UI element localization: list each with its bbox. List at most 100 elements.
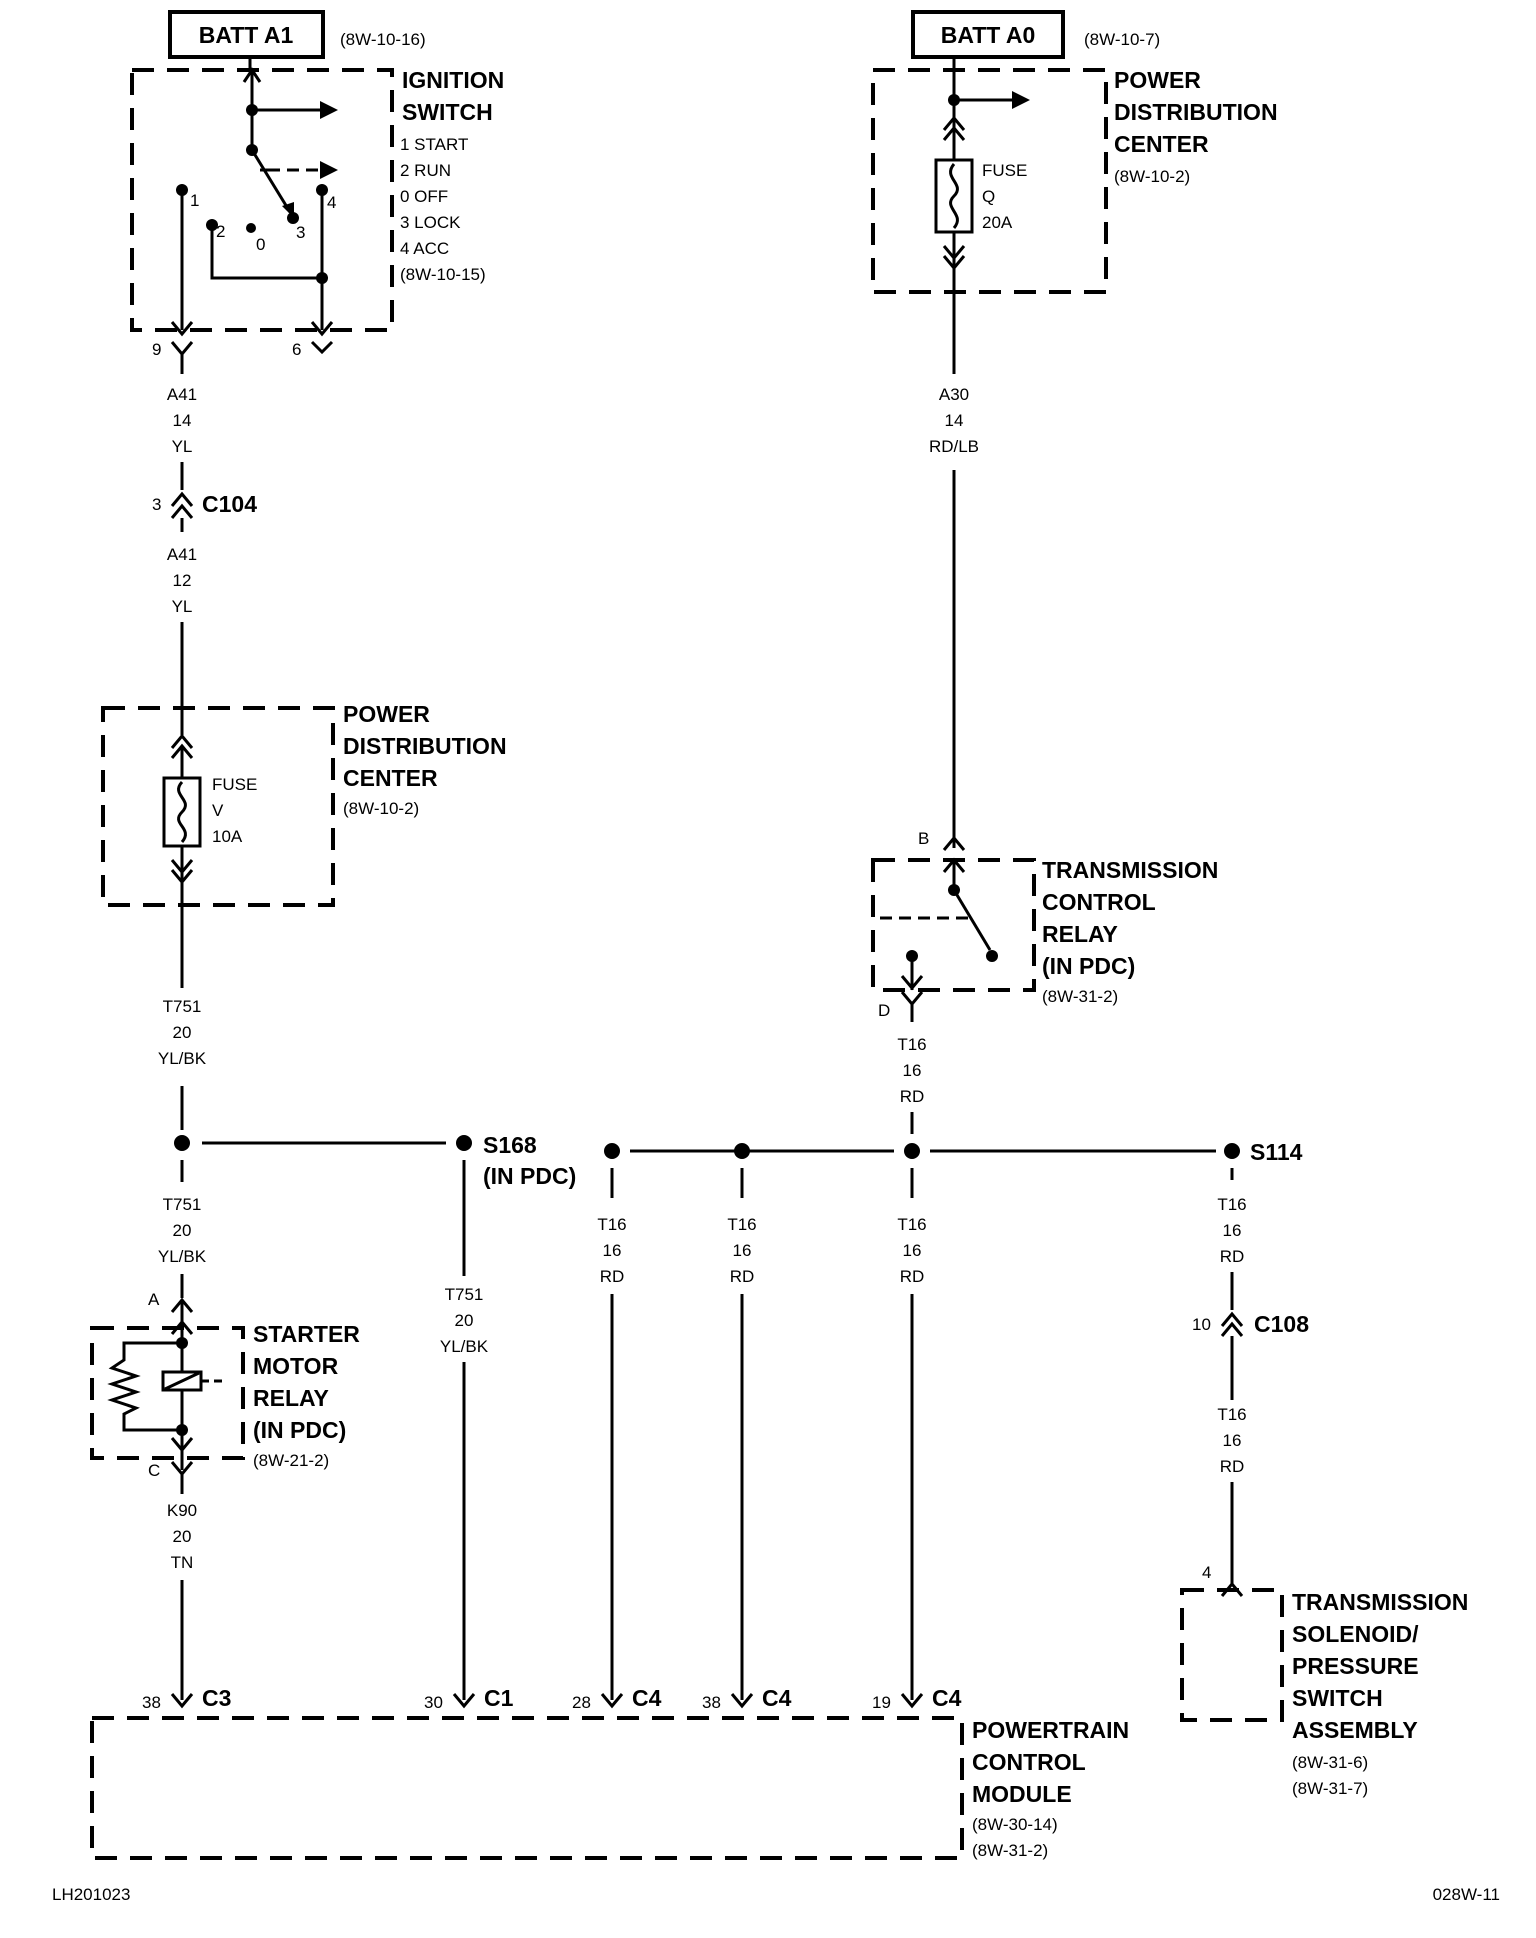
c108-pin: 10 — [1192, 1315, 1211, 1334]
fuse-q-rating: 20A — [982, 213, 1013, 232]
wire-t16-b-circuit: T16 — [597, 1215, 626, 1234]
pcm-c4c: C4 — [932, 1685, 962, 1711]
ign-pos-0: 0 OFF — [400, 187, 448, 206]
wire-t751-a-circuit: T751 — [163, 997, 202, 1016]
c104-pin: 3 — [152, 495, 161, 514]
starter-title-4: (IN PDC) — [253, 1417, 346, 1443]
pdc-left-title-3: CENTER — [343, 765, 438, 791]
wire-k90-circuit: K90 — [167, 1501, 197, 1520]
fuse-v-rating: 10A — [212, 827, 243, 846]
solenoid-title-4: SWITCH — [1292, 1685, 1383, 1711]
solenoid-title-3: PRESSURE — [1292, 1653, 1419, 1679]
pdc-top-title-2: DISTRIBUTION — [1114, 99, 1278, 125]
wire-a41-top-gauge: 14 — [173, 411, 192, 430]
wire-a30-circuit: A30 — [939, 385, 969, 404]
wire-a41-top-color: YL — [172, 437, 193, 456]
solenoid-title-5: ASSEMBLY — [1292, 1717, 1418, 1743]
pcm-c4b: C4 — [762, 1685, 792, 1711]
ign-title-1: IGNITION — [402, 67, 504, 93]
wire-t16-a-gauge: 16 — [903, 1061, 922, 1080]
batt-a0-ref: (8W-10-7) — [1084, 30, 1160, 49]
fuse-v-label: FUSE — [212, 775, 257, 794]
wire-t16-e-gauge: 16 — [1223, 1221, 1242, 1240]
ign-term-2: 2 — [216, 222, 225, 241]
solenoid-title-2: SOLENOID/ — [1292, 1621, 1419, 1647]
tcr-title-2: CONTROL — [1042, 889, 1156, 915]
pcm-c4c-pin: 19 — [872, 1693, 891, 1712]
wire-a30-gauge: 14 — [945, 411, 964, 430]
pdc-top-box — [871, 68, 1108, 294]
ign-pin-9: 9 — [152, 340, 161, 359]
pdc-left-title-1: POWER — [343, 701, 430, 727]
ign-term-3: 3 — [296, 223, 305, 242]
tcr-title-1: TRANSMISSION — [1042, 857, 1218, 883]
wire-t16-f-gauge: 16 — [1223, 1431, 1242, 1450]
batt-a1-label: BATT A1 — [199, 22, 294, 48]
ign-term-1: 1 — [190, 191, 199, 210]
wire-t751-c-gauge: 20 — [455, 1311, 474, 1330]
tcr-title-3: RELAY — [1042, 921, 1118, 947]
pcm-c3: C3 — [202, 1685, 231, 1711]
footer-left: LH201023 — [52, 1885, 130, 1904]
wire-t16-e-color: RD — [1220, 1247, 1245, 1266]
c104-label: C104 — [202, 491, 257, 517]
pcm-ref-1: (8W-30-14) — [972, 1815, 1058, 1834]
pcm-c1-pin: 30 — [424, 1693, 443, 1712]
ign-ref: (8W-10-15) — [400, 265, 486, 284]
wire-t751-c-color: YL/BK — [440, 1337, 489, 1356]
solenoid-ref-2: (8W-31-7) — [1292, 1779, 1368, 1798]
wire-t16-d-circuit: T16 — [897, 1215, 926, 1234]
tcr-box — [871, 858, 1036, 992]
starter-title-3: RELAY — [253, 1385, 329, 1411]
pcm-box — [90, 1716, 964, 1860]
pdc-left-box — [101, 706, 335, 907]
tcr-ref: (8W-31-2) — [1042, 987, 1118, 1006]
ign-title-2: SWITCH — [402, 99, 493, 125]
tcr-pin-b: B — [918, 829, 929, 848]
ign-pos-3: 3 LOCK — [400, 213, 461, 232]
wire-k90-gauge: 20 — [173, 1527, 192, 1546]
ign-pos-1: 1 START — [400, 135, 468, 154]
batt-a1-ref: (8W-10-16) — [340, 30, 426, 49]
pcm-title-3: MODULE — [972, 1781, 1072, 1807]
pdc-left-title-2: DISTRIBUTION — [343, 733, 507, 759]
solenoid-box — [1180, 1588, 1284, 1722]
wire-t16-b-gauge: 16 — [603, 1241, 622, 1260]
tcr-pin-d: D — [878, 1001, 890, 1020]
wire-t16-c-circuit: T16 — [727, 1215, 756, 1234]
wire-k90-color: TN — [171, 1553, 194, 1572]
wire-t751-b-color: YL/BK — [158, 1247, 207, 1266]
wire-t751-b-gauge: 20 — [173, 1221, 192, 1240]
footer-right: 028W-11 — [1433, 1885, 1500, 1904]
solenoid-title-1: TRANSMISSION — [1292, 1589, 1468, 1615]
batt-a0-label: BATT A0 — [941, 22, 1036, 48]
wire-t16-b-color: RD — [600, 1267, 625, 1286]
wire-t16-f-color: RD — [1220, 1457, 1245, 1476]
s168-sub: (IN PDC) — [483, 1163, 576, 1189]
batt-a1-box — [168, 10, 325, 59]
wire-t16-f-circuit: T16 — [1217, 1405, 1246, 1424]
fuse-q-label: FUSE — [982, 161, 1027, 180]
pcm-c3-pin: 38 — [142, 1693, 161, 1712]
fuse-v-id: V — [212, 801, 224, 820]
ign-pos-4: 4 ACC — [400, 239, 449, 258]
wire-t16-d-color: RD — [900, 1267, 925, 1286]
wire-a41-bot-color: YL — [172, 597, 193, 616]
wire-t16-c-gauge: 16 — [733, 1241, 752, 1260]
solenoid-pin: 4 — [1202, 1563, 1211, 1582]
pcm-title-1: POWERTRAIN — [972, 1717, 1129, 1743]
tcr-title-4: (IN PDC) — [1042, 953, 1135, 979]
pcm-c4a-pin: 28 — [572, 1693, 591, 1712]
ign-term-0: 0 — [256, 235, 265, 254]
wire-a30-color: RD/LB — [929, 437, 979, 456]
s114-label: S114 — [1250, 1139, 1303, 1165]
wire-t16-a-circuit: T16 — [897, 1035, 926, 1054]
wire-t16-c-color: RD — [730, 1267, 755, 1286]
ign-pos-2: 2 RUN — [400, 161, 451, 180]
starter-pin-a: A — [148, 1290, 160, 1309]
wire-t751-a-gauge: 20 — [173, 1023, 192, 1042]
pdc-top-ref: (8W-10-2) — [1114, 167, 1190, 186]
ign-pin-6: 6 — [292, 340, 301, 359]
wire-t751-b-circuit: T751 — [163, 1195, 202, 1214]
